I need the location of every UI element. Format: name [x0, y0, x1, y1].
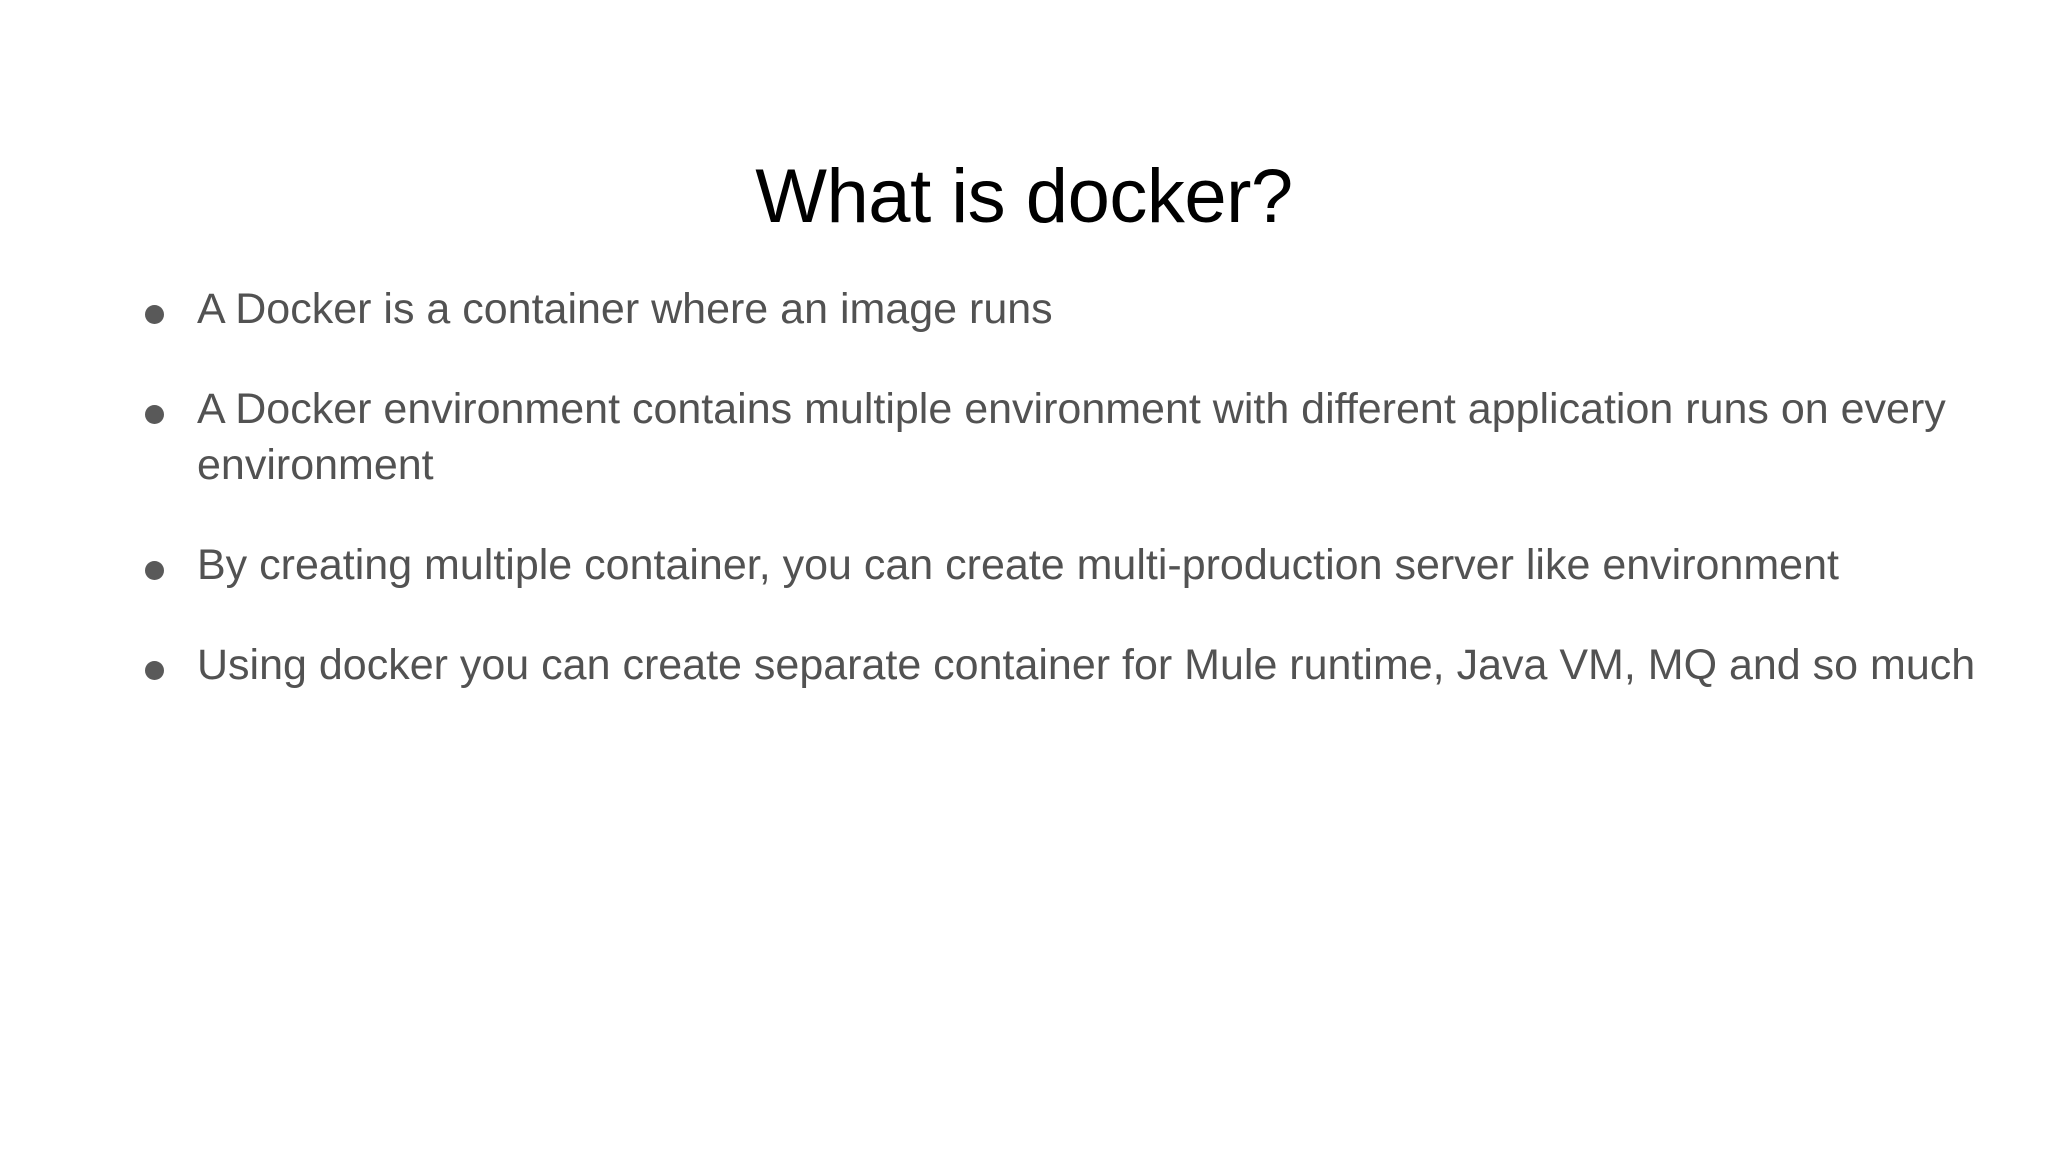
- bullet-list: A Docker is a container where an image r…: [140, 282, 2010, 693]
- bullet-dot-icon: [145, 305, 164, 324]
- list-item: A Docker is a container where an image r…: [140, 282, 2010, 338]
- page-title: What is docker?: [755, 153, 1293, 239]
- list-item-label: Using docker you can create separate con…: [197, 640, 1976, 689]
- list-item: A Docker environment contains multiple e…: [140, 382, 2010, 494]
- bullet-dot-icon: [145, 660, 164, 680]
- list-item-label: A Docker is a container where an image r…: [197, 285, 1053, 333]
- bullet-dot-icon: [145, 404, 164, 424]
- list-item-label: By creating multiple container, you can …: [197, 540, 1839, 589]
- bullet-dot-icon: [145, 560, 164, 580]
- list-item: By creating multiple container, you can …: [140, 538, 2010, 594]
- list-item: Using docker you can create separate con…: [140, 638, 2010, 694]
- list-item-label: A Docker environment contains multiple e…: [197, 384, 1946, 489]
